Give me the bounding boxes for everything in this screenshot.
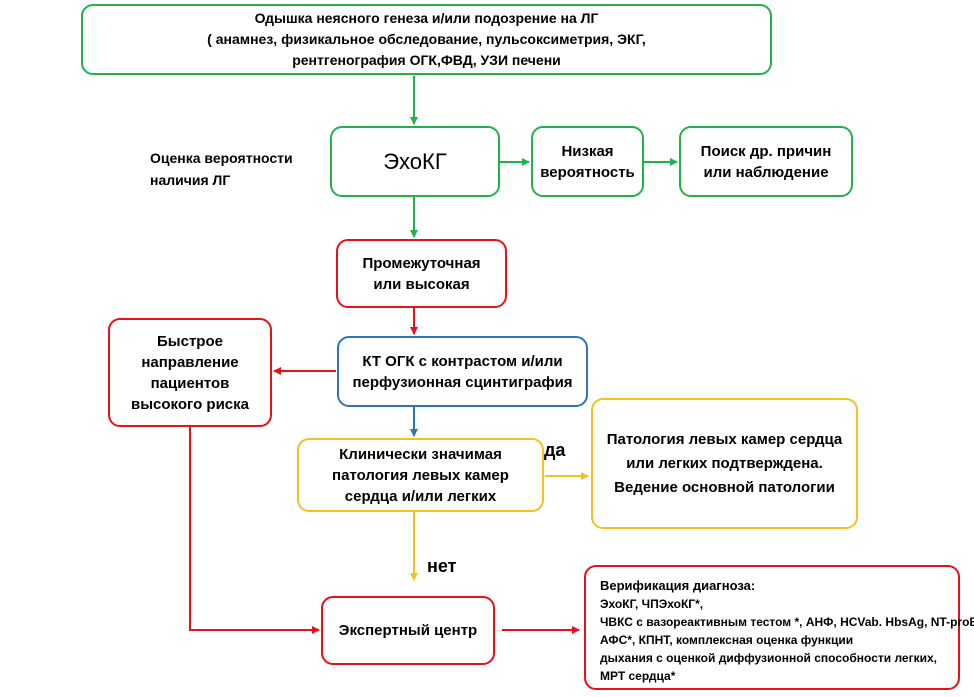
- confirmed-line-1: Патология левых камер сердца: [606, 430, 843, 448]
- echo-box: ЭхоКГ: [330, 126, 500, 197]
- clinical-line-1: Клинически значимая: [339, 445, 502, 463]
- dyspnea-box: Одышка неясного генеза и/или подозрение …: [81, 4, 772, 75]
- dyspnea-line-2: ( анамнез, физикальное обследование, пул…: [207, 31, 646, 47]
- intermediate-line-2: или высокая: [373, 275, 470, 293]
- search-line-1: Поиск др. причин: [700, 142, 832, 160]
- low-line-1: Низкая: [561, 142, 614, 160]
- clinical-box: Клинически значимая патология левых каме…: [297, 438, 544, 512]
- confirmed-line-2: или легких подтверждена.: [626, 454, 823, 472]
- assessment-line-1: Оценка вероятности: [150, 150, 293, 166]
- fast-referral-box: Быстрое направление пациентов высокого р…: [108, 318, 272, 427]
- no-label: нет: [427, 556, 456, 577]
- expert-text: Экспертный центр: [338, 622, 478, 639]
- verification-line-1: ЭхоКГ, ЧПЭхоКГ*,: [600, 597, 704, 611]
- ct-box: КТ ОГК с контрастом и/или перфузионная с…: [337, 336, 588, 407]
- no-text: нет: [427, 556, 457, 576]
- search-line-2: или наблюдение: [703, 163, 829, 181]
- assessment-label: Оценка вероятности наличия ЛГ: [150, 147, 293, 191]
- low-line-2: вероятность: [540, 163, 635, 181]
- intermediate-box: Промежуточная или высокая: [336, 239, 507, 308]
- verification-line-4: дыхания с оценкой диффузионной способнос…: [600, 651, 937, 665]
- clinical-line-3: сердца и/или легких: [344, 487, 497, 505]
- verification-box: Верификация диагноза: ЭхоКГ, ЧПЭхоКГ*, Ч…: [584, 565, 974, 690]
- intermediate-line-1: Промежуточная: [362, 254, 481, 272]
- expert-center-box: Экспертный центр: [321, 596, 495, 665]
- dyspnea-line-1: Одышка неясного генеза и/или подозрение …: [254, 10, 599, 26]
- fast-line-2: направление: [141, 353, 239, 371]
- ct-line-2: перфузионная сцинтиграфия: [352, 373, 573, 391]
- low-probability-box: Низкая вероятность: [531, 126, 644, 197]
- fast-line-1: Быстрое: [157, 332, 223, 350]
- ct-line-1: КТ ОГК с контрастом и/или: [362, 352, 563, 370]
- confirmed-line-3: Ведение основной патологии: [614, 478, 835, 496]
- echo-text: ЭхоКГ: [383, 149, 447, 174]
- yes-text: да: [544, 440, 566, 460]
- assessment-line-2: наличия ЛГ: [150, 172, 231, 188]
- verification-line-3: АФС*, КПНТ, комплексная оценка функции: [600, 633, 854, 647]
- confirmed-box: Патология левых камер сердца или легких …: [591, 398, 858, 529]
- fast-line-4: высокого риска: [131, 395, 249, 413]
- verification-title: Верификация диагноза:: [600, 578, 756, 593]
- arrow-fast-to-expert: [189, 427, 320, 634]
- clinical-line-2: патология левых камер: [332, 466, 509, 484]
- dyspnea-line-3: рентгенография ОГК,ФВД, УЗИ печени: [292, 52, 561, 68]
- verification-line-5: МРТ сердца*: [600, 669, 676, 683]
- search-box: Поиск др. причин или наблюдение: [679, 126, 853, 197]
- verification-line-2: ЧВКС с вазореактивным тестом *, АНФ, HCV…: [600, 615, 974, 629]
- yes-label: да: [544, 440, 565, 461]
- fast-line-3: пациентов: [150, 374, 230, 392]
